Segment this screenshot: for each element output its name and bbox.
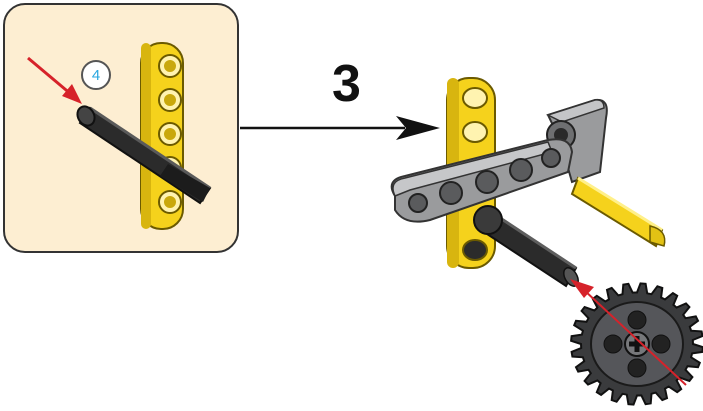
gray-angled-beam-icon — [546, 98, 608, 184]
gray-angled-beam-front-icon — [390, 138, 574, 223]
red-insert-arrow-icon — [27, 56, 82, 104]
step-arrow-icon — [240, 116, 440, 140]
step-number: 3 — [332, 55, 361, 113]
gray-gear-24-tooth-icon — [570, 282, 703, 406]
quantity-badge: 4 — [81, 60, 111, 90]
red-direction-arrow-icon — [570, 279, 687, 386]
black-axle-icon — [473, 205, 579, 288]
black-axle-pin-icon — [76, 105, 212, 205]
yellow-beam-5-icon — [140, 42, 184, 230]
yellow-axle-icon — [570, 176, 666, 248]
